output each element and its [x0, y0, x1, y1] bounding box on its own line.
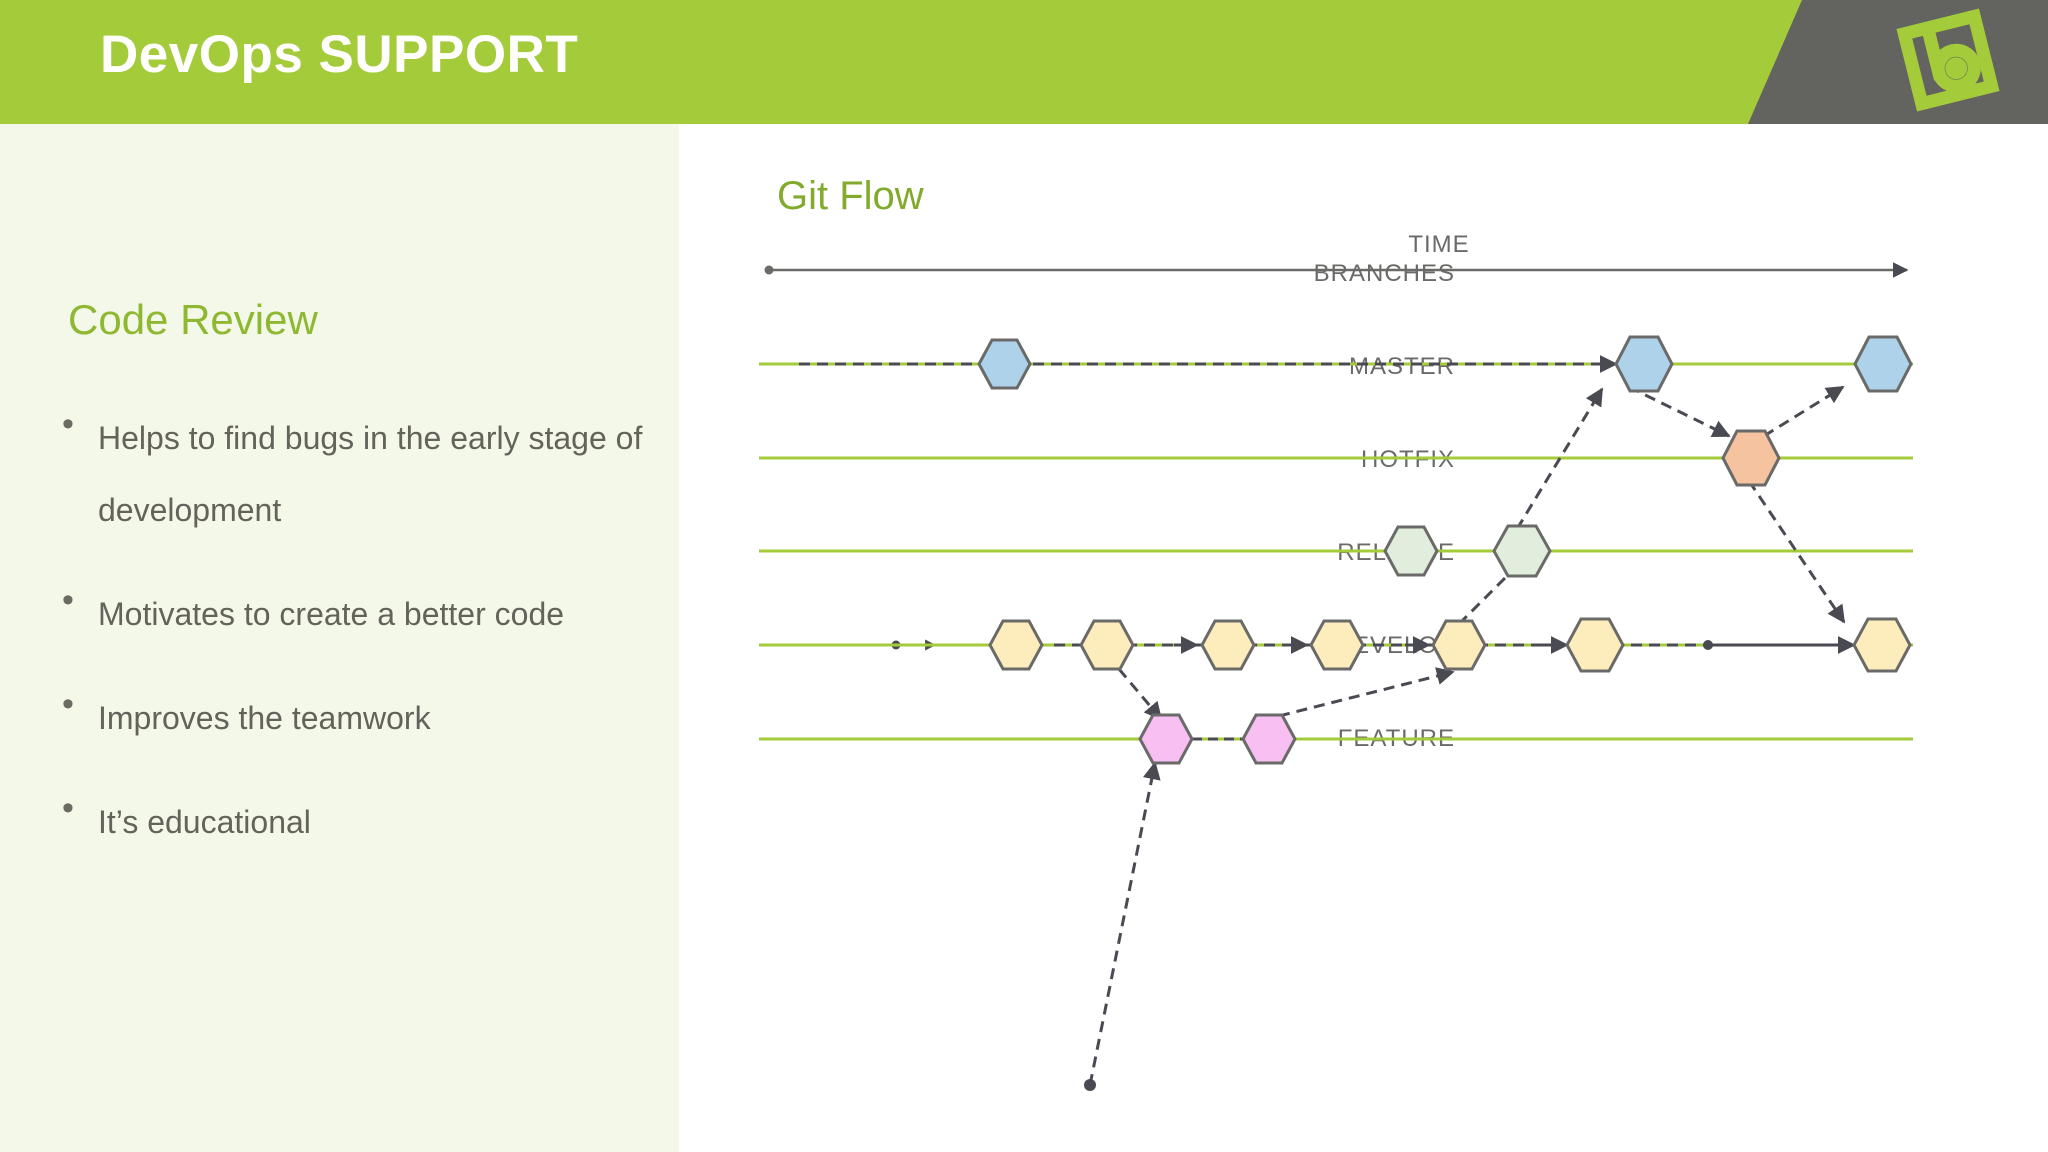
gitflow-diagram: BRANCHES MASTER HOTFIX RELEASE DEVELOP F… — [759, 231, 1913, 1091]
commit-node-develop — [1200, 619, 1256, 671]
list-item: • It’s educational — [62, 786, 662, 858]
bullet-marker-icon: • — [62, 581, 74, 619]
commit-node-develop — [1431, 619, 1487, 671]
bullet-marker-icon: • — [62, 685, 74, 723]
list-item-label: Helps to find bugs in the early stage of… — [98, 420, 643, 528]
list-item: • Motivates to create a better code — [62, 578, 662, 650]
bullet-marker-icon: • — [62, 789, 74, 827]
list-item: • Improves the teamwork — [62, 682, 662, 754]
commit-node-develop — [988, 619, 1044, 671]
commit-node-develop — [1079, 619, 1135, 671]
commit-node-master — [1614, 335, 1674, 393]
section-heading: Code Review — [68, 296, 318, 343]
commit-node-master — [1853, 335, 1913, 393]
commit-node-feature — [1138, 713, 1194, 765]
commit-node-develop — [1565, 617, 1625, 673]
left-content-panel: Code Review • Helps to find bugs in the … — [0, 124, 679, 1152]
commit-node-master — [977, 338, 1032, 390]
commit-nodes — [977, 335, 1913, 765]
list-item-label: It’s educational — [98, 804, 311, 840]
commit-node-develop — [1309, 619, 1365, 671]
bullet-list: • Helps to find bugs in the early stage … — [62, 402, 662, 890]
slide-header: DevOps SUPPORT — [0, 0, 2048, 124]
commit-node-release — [1383, 525, 1439, 577]
list-item: • Helps to find bugs in the early stage … — [62, 402, 662, 546]
list-item-label: Improves the teamwork — [98, 700, 431, 736]
lane-label-master: MASTER — [1349, 353, 1455, 380]
chart-title: Git Flow — [777, 174, 924, 218]
lane-label-branches: BRANCHES — [1314, 260, 1455, 287]
commit-node-feature — [1241, 713, 1297, 765]
svg-text:TIME: TIME — [1408, 231, 1469, 258]
time-axis: TIME — [764, 231, 1909, 278]
page-title: DevOps SUPPORT — [100, 25, 579, 84]
commit-node-hotfix — [1721, 429, 1781, 487]
commit-node-develop — [1852, 617, 1912, 673]
b-logo — [1896, 8, 2000, 112]
bullet-marker-icon: • — [62, 405, 74, 443]
list-item-label: Motivates to create a better code — [98, 596, 565, 632]
commit-node-release — [1492, 524, 1552, 578]
gitflow-panel: Git Flow BRANCHES MASTER HOTFIX RELEASE … — [679, 124, 2048, 1152]
branch-merge-connectors — [1084, 385, 1846, 1091]
lane-lines — [759, 362, 1913, 741]
header-wedge — [1748, 0, 2048, 124]
